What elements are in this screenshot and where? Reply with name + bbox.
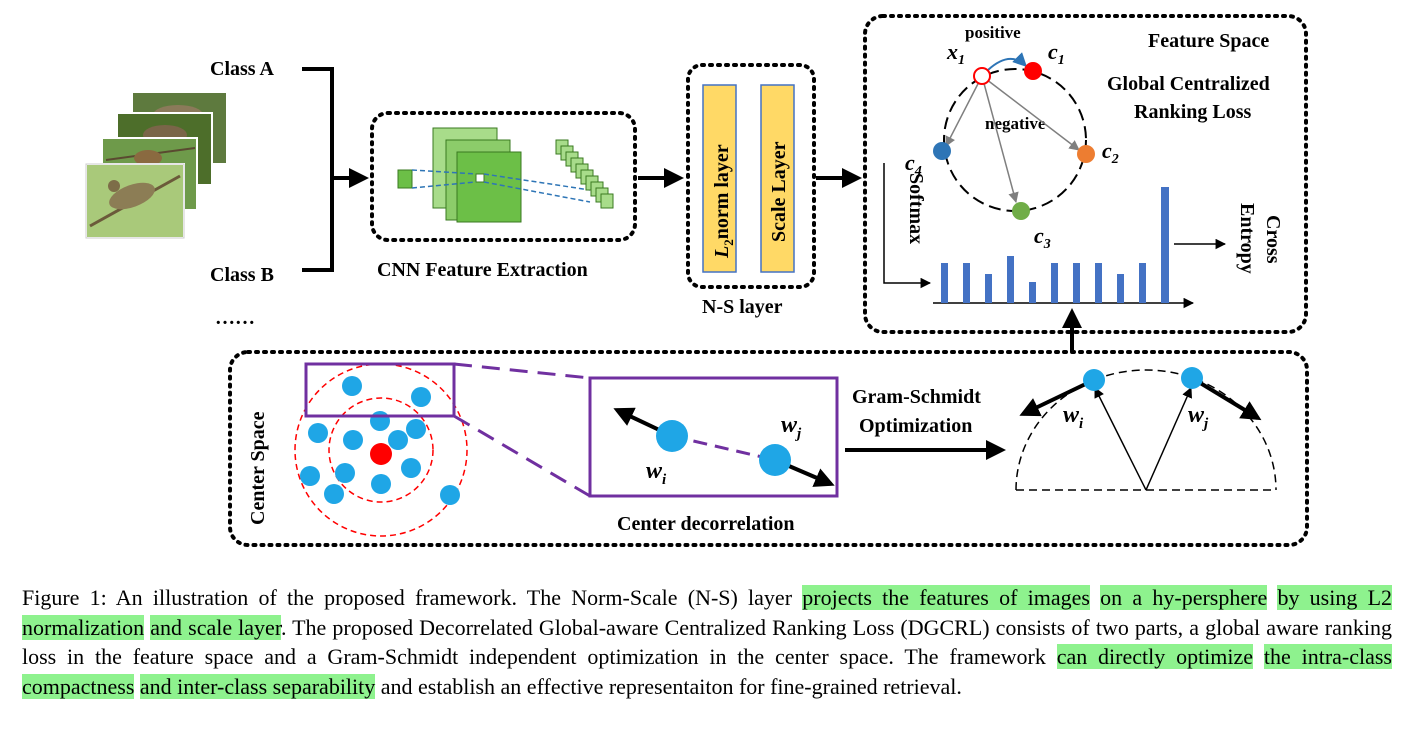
c3-label: c3	[1034, 223, 1051, 252]
class-bracket	[302, 67, 334, 272]
class-b-label: Class B	[210, 264, 274, 286]
negative-label: negative	[985, 114, 1046, 133]
bar-7	[1073, 263, 1080, 303]
center-c3	[1012, 202, 1030, 220]
feature-space-box	[863, 14, 1308, 334]
gcrl-line-1: Global Centralized	[1107, 73, 1270, 95]
zoom-region	[304, 362, 456, 418]
positive-arrow	[987, 52, 1027, 71]
positive-label: positive	[965, 23, 1021, 42]
inner-red-ring	[328, 397, 434, 503]
softmax-label: Softmax	[905, 173, 927, 244]
gram-schmidt-line-1: Gram-Schmidt	[852, 386, 981, 408]
ns-layer-box	[686, 63, 816, 289]
figure-caption: Figure 1: An illustration of the propose…	[22, 583, 1393, 701]
gram-schmidt-line-2: Optimization	[859, 415, 972, 437]
bar-8	[1095, 263, 1102, 303]
class-center-red	[370, 443, 392, 465]
bar-11	[1161, 187, 1169, 303]
negative-arrow-c2	[981, 75, 1080, 151]
caption-highlight-2: on a hy-persphere	[1100, 585, 1268, 610]
caption-text-1: Figure 1: An illustration of the propose…	[22, 585, 803, 610]
bar-4	[1007, 256, 1014, 303]
vector-wi	[1094, 387, 1147, 491]
center-decorrelation-box	[588, 376, 839, 498]
gs-wj-label: wj	[1188, 402, 1209, 432]
bar-9	[1117, 274, 1124, 303]
bar-plot	[941, 187, 1169, 303]
center-space-box	[228, 350, 1309, 547]
center-c1	[1024, 62, 1042, 80]
half-sphere-arc	[1015, 369, 1277, 491]
wi-label: wi	[646, 458, 667, 488]
wj-gs-arrow	[1190, 376, 1262, 421]
class-a-label: Class A	[210, 58, 274, 80]
center-space-label: Center Space	[247, 411, 269, 525]
softmax-arrow	[883, 163, 932, 289]
c1-label: c1	[1048, 39, 1065, 68]
bar-1	[941, 263, 948, 303]
caption-text-2: . The proposed Decorrelated Global-aware…	[22, 614, 1392, 670]
c4-label: c4	[905, 150, 922, 179]
center-wj	[759, 444, 791, 476]
gs-wi-label: wi	[1063, 402, 1084, 432]
caption-space	[1267, 585, 1277, 610]
center-wi	[656, 420, 688, 452]
svg-text:L2norm layer: L2norm layer	[711, 144, 736, 259]
caption-space	[1253, 644, 1264, 669]
bird-image-stack	[85, 91, 228, 239]
center-c2	[1077, 145, 1095, 163]
cnn-illustration	[397, 127, 614, 223]
wj-label: wj	[781, 412, 802, 442]
bar-5	[1029, 282, 1036, 303]
gs-center-wi	[1083, 369, 1105, 391]
cross-entropy-line-1: Cross	[1262, 215, 1284, 264]
caption-highlight-7: and inter-class separability	[139, 673, 376, 699]
bar-6	[1051, 263, 1058, 303]
bar-3	[985, 274, 992, 303]
zoom-line-top	[453, 362, 591, 380]
vector-wj	[1145, 387, 1192, 491]
cnn-box	[370, 111, 637, 242]
gs-center-wj	[1181, 367, 1203, 389]
caption-highlight-1: projects the features of images	[802, 585, 1090, 610]
more-classes-ellipsis: ……	[215, 307, 255, 329]
center-link-dashed	[671, 434, 776, 462]
c2-label: c2	[1102, 138, 1119, 167]
scale-layer	[760, 84, 795, 273]
bar-10	[1139, 263, 1146, 303]
center-c4	[933, 142, 951, 160]
l2-norm-layer	[702, 84, 737, 273]
caption-highlight-5: can directly optimize	[1056, 644, 1254, 669]
zoom-line-bottom	[453, 414, 591, 498]
cnn-label: CNN Feature Extraction	[377, 259, 588, 281]
framework-diagram: Class A Class B …… CNN Feature Extractio…	[85, 14, 1309, 547]
negative-arrow-c3	[981, 75, 1019, 204]
center-points	[300, 376, 460, 505]
feature-space-label: Feature Space	[1148, 30, 1269, 52]
l2-norm-label: L2norm layer	[711, 144, 736, 259]
gcrl-line-2: Ranking Loss	[1134, 101, 1251, 123]
center-decorrelation-label: Center decorrelation	[617, 513, 795, 535]
ns-layer-label: N-S layer	[702, 296, 783, 318]
bar-2	[963, 263, 970, 303]
caption-highlight-4: and scale layer	[150, 614, 281, 640]
cross-entropy-line-2: Entropy	[1236, 203, 1258, 274]
caption-space	[1090, 585, 1100, 610]
x1-label: x1	[946, 39, 965, 68]
caption-text-3: and establish an effective representaito…	[375, 673, 962, 699]
wi-gs-arrow	[1019, 378, 1095, 417]
sample-x1	[973, 67, 991, 85]
scale-layer-label: Scale Layer	[768, 141, 790, 242]
negative-arrow-c4	[945, 75, 983, 147]
